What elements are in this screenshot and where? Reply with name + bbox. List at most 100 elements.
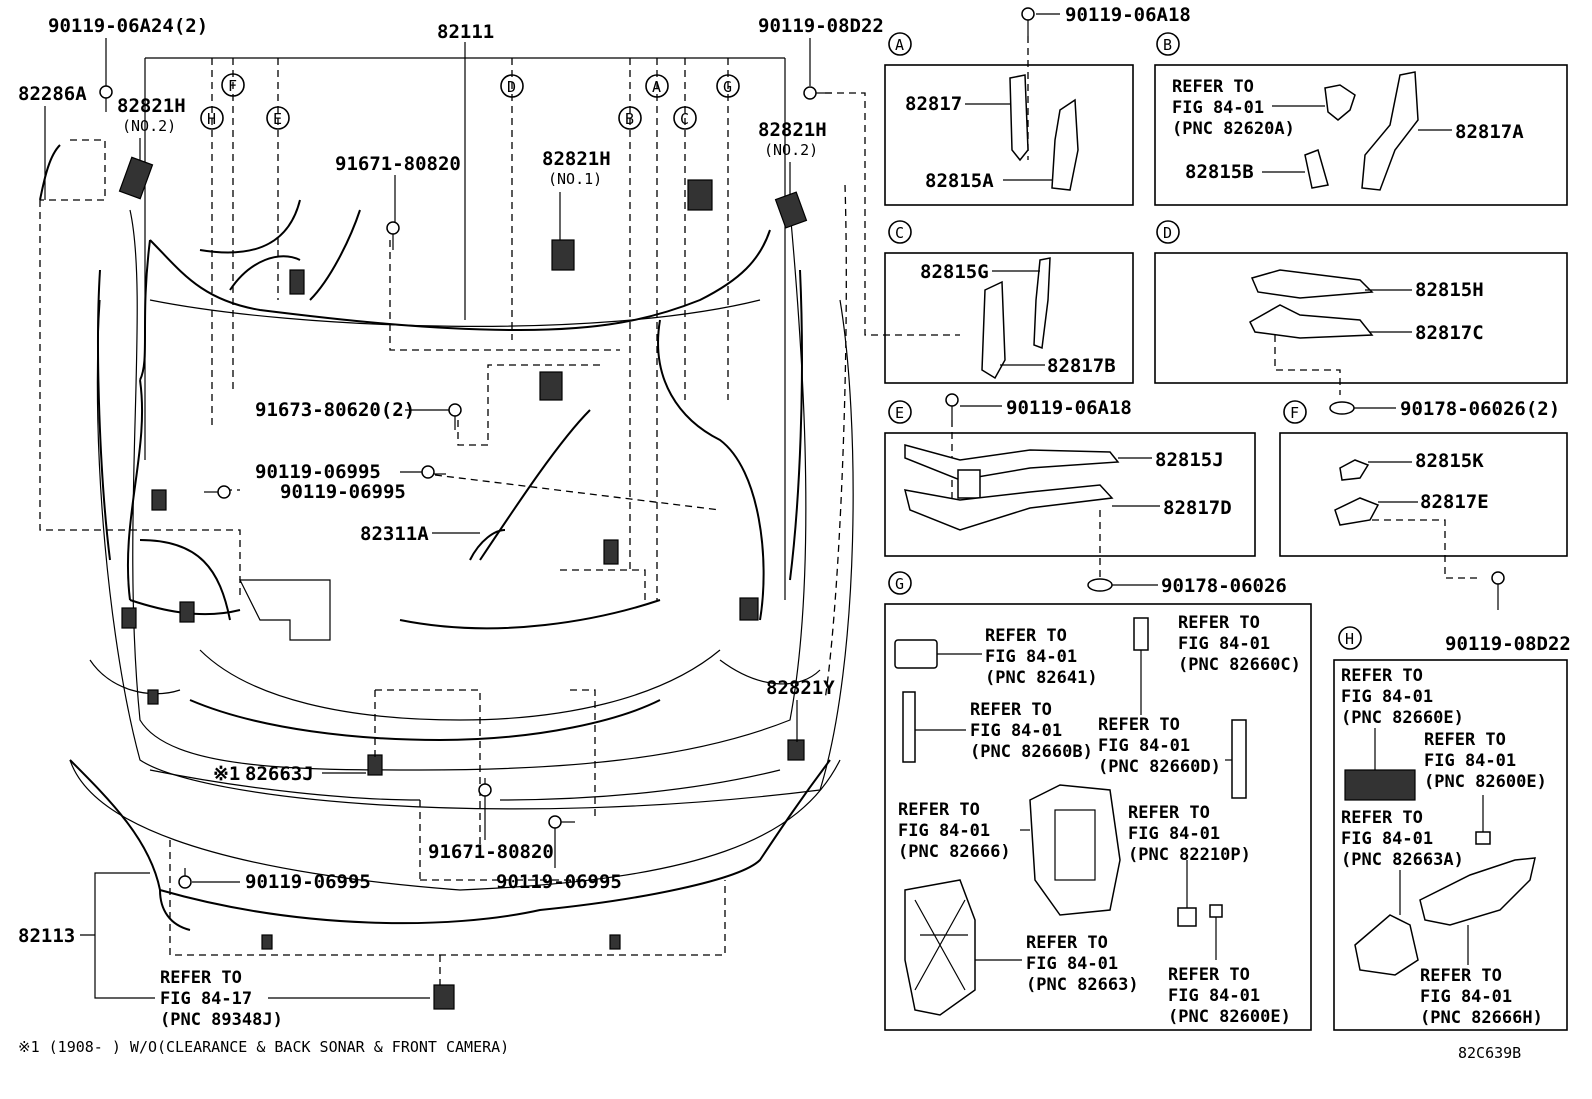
refer-82600e-g-line1: REFER TO — [1168, 965, 1250, 985]
bracket-icon — [1419, 857, 1536, 926]
refer-82641-line2: FIG 84-01 — [985, 647, 1077, 667]
svg-text:A: A — [895, 36, 904, 54]
svg-text:B: B — [1163, 36, 1172, 54]
relay-icon — [894, 639, 938, 669]
refer-82660e-line2: FIG 84-01 — [1341, 687, 1433, 707]
svg-text:C: C — [895, 224, 904, 242]
svg-text:D: D — [507, 78, 516, 96]
refer-82660d-line1: REFER TO — [1098, 715, 1180, 735]
panel-b: B REFER TO FIG 84-01 (PNC 82620A) 82817A… — [1154, 32, 1568, 206]
panel-c: C 82815G 82817B — [884, 220, 1134, 384]
part-label-82821h-left: 82821H — [117, 95, 186, 117]
fuse-icon — [1133, 617, 1149, 651]
svg-text:D: D — [1163, 224, 1172, 242]
circle-letter-g: G — [716, 74, 740, 98]
panel-d: D 82815H 82817C — [1154, 220, 1568, 395]
part-label-82821h-mid: 82821H — [542, 148, 611, 170]
refer-82660c-line3: (PNC 82660C) — [1178, 655, 1301, 675]
svg-text:G: G — [723, 78, 732, 96]
refer-82666h-line1: REFER TO — [1420, 966, 1502, 986]
panel-g: G REFER TO FIG 84-01 (PNC 82641) REFER T… — [884, 571, 1312, 1031]
bolt-icon — [178, 868, 192, 889]
panel-e: E 90119-06A18 82815J 82817D 90178-06026 — [884, 393, 1287, 597]
part-label-90119-06995-b: 90119-06995 — [280, 481, 406, 503]
part-label-82286a: 82286A — [18, 83, 87, 105]
refer-82660e-line1: REFER TO — [1341, 666, 1423, 686]
refer-82210p-line1: REFER TO — [1128, 803, 1210, 823]
svg-text:H: H — [1345, 630, 1354, 648]
bolt-icon — [1491, 571, 1505, 610]
circle-letter-d: D — [500, 74, 524, 98]
bolt-icon — [803, 86, 832, 100]
part-label-82113: 82113 — [18, 925, 75, 947]
refer-to-82620a-line3: (PNC 82620A) — [1172, 119, 1295, 139]
svg-text:B: B — [625, 110, 634, 128]
bolt-icon — [478, 778, 492, 797]
part-label-82815g: 82815G — [920, 261, 989, 283]
part-label-91671-80820-bottom: 91671-80820 — [428, 841, 554, 863]
refer-82660d-line2: FIG 84-01 — [1098, 736, 1190, 756]
circle-letter-c-panel: C — [888, 220, 912, 244]
part-sublabel-no2-left: (NO.2) — [122, 117, 176, 135]
part-label-82815a: 82815A — [925, 170, 994, 192]
refer-82660c-line1: REFER TO — [1178, 613, 1260, 633]
refer-82210p-line2: FIG 84-01 — [1128, 824, 1220, 844]
refer-82666-line2: FIG 84-01 — [898, 821, 990, 841]
part-label-90119-06a24: 90119-06A24(2) — [48, 15, 208, 37]
diagram-code: 82C639B — [1458, 1044, 1521, 1062]
circle-letter-a: A — [645, 74, 669, 98]
refer-82641-line3: (PNC 82641) — [985, 668, 1098, 688]
refer-82660b-line1: REFER TO — [970, 700, 1052, 720]
refer-82641-line1: REFER TO — [985, 626, 1067, 646]
bolt-icon — [99, 85, 113, 112]
svg-text:C: C — [680, 110, 689, 128]
refer-82600e-g-line3: (PNC 82600E) — [1168, 1007, 1291, 1027]
refer-82663-line2: FIG 84-01 — [1026, 954, 1118, 974]
fuse-icon — [1475, 831, 1491, 845]
refer-82663-line3: (PNC 82663) — [1026, 975, 1139, 995]
refer-82666h-line2: FIG 84-01 — [1420, 987, 1512, 1007]
part-label-91673-80620: 91673-80620(2) — [255, 399, 415, 421]
svg-text:A: A — [652, 78, 661, 96]
refer-to-82620a-line2: FIG 84-01 — [1172, 98, 1264, 118]
part-label-90119-06995-a: 90119-06995 — [255, 461, 381, 483]
refer-82666-line3: (PNC 82666) — [898, 842, 1011, 862]
fuse-icon — [1231, 719, 1247, 799]
circle-letter-c: C — [673, 106, 697, 130]
relay-block-icon — [1354, 914, 1419, 976]
svg-text:F: F — [1290, 404, 1299, 422]
part-label-90119-08d22: 90119-08D22 — [758, 15, 884, 37]
fuse-icon — [902, 691, 916, 763]
circle-letter-e: E — [266, 106, 290, 130]
clip-icon — [1329, 401, 1355, 415]
refer-82663a-line1: REFER TO — [1341, 808, 1423, 828]
circle-letter-b: B — [618, 106, 642, 130]
part-label-90119-06995-d: 90119-06995 — [245, 871, 371, 893]
part-label-82815h: 82815H — [1415, 279, 1484, 301]
panel-a: A 90119-06A18 82817 82815A — [884, 4, 1191, 206]
part-label-90119-06a18-a: 90119-06A18 — [1065, 4, 1191, 26]
bolt-icon — [386, 221, 400, 250]
junction-block-icon — [1029, 784, 1121, 916]
part-label-82815j: 82815J — [1155, 449, 1224, 471]
refer-82663a-line3: (PNC 82663A) — [1341, 850, 1464, 870]
part-sublabel-no2-right: (NO.2) — [764, 141, 818, 159]
refer-82660d-line3: (PNC 82660D) — [1098, 757, 1221, 777]
part-label-91671-80820-top: 91671-80820 — [335, 153, 461, 175]
footnote: ※1 (1908- ) W/O(CLEARANCE & BACK SONAR &… — [18, 1038, 509, 1056]
circle-letter-b-panel: B — [1156, 32, 1180, 56]
bolt-icon — [548, 815, 575, 829]
circle-letter-d-panel: D — [1156, 220, 1180, 244]
relay-icon — [1177, 907, 1197, 927]
circle-letter-f: F — [221, 73, 245, 97]
refer-to-89348j-line3: (PNC 89348J) — [160, 1010, 283, 1030]
bolt-icon — [448, 403, 462, 430]
circle-letter-e-panel: E — [888, 400, 912, 424]
part-label-90119-08d22-f: 90119-08D22 — [1445, 633, 1571, 655]
part-label-90119-06a18-e: 90119-06A18 — [1006, 397, 1132, 419]
panel-f: F 90178-06026(2) 82815K 82817E 90119-08D… — [1279, 398, 1571, 655]
refer-82600e-h-line2: FIG 84-01 — [1424, 751, 1516, 771]
bolt-icon — [1021, 7, 1035, 36]
svg-text:G: G — [895, 575, 904, 593]
